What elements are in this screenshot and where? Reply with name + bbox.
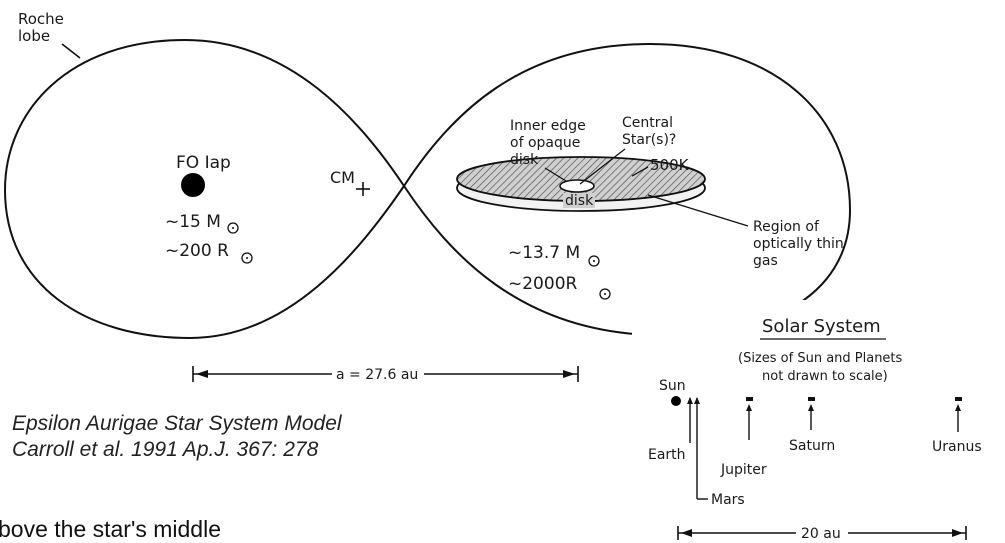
roche-lobe-label-2: lobe — [18, 27, 50, 45]
jupiter-label: Jupiter — [720, 462, 767, 478]
caption-line-1: Epsilon Aurigae Star System Model — [12, 412, 342, 435]
caption-line-2: Carroll et al. 1991 Ap.J. 367: 278 — [12, 438, 319, 461]
disk-inner-hole — [559, 179, 595, 193]
roche-lobe-leader — [61, 43, 81, 59]
solar-scale-label: 20 au — [801, 526, 841, 540]
primary-star-dot — [181, 173, 205, 197]
jupiter-arrow-head — [746, 404, 752, 411]
sun-dot — [671, 396, 681, 406]
solar-system-panel — [632, 300, 1005, 540]
separation-label-bg — [332, 365, 424, 383]
central-star-leader — [579, 148, 626, 185]
sun-label: Sun — [659, 378, 686, 394]
sun-symbol-dot — [593, 260, 595, 262]
mars-arrow-head — [694, 397, 700, 404]
disk-label-bg — [563, 193, 595, 208]
mars-label: Mars — [711, 492, 745, 508]
sun-symbol-dot — [246, 257, 248, 259]
sun-symbol-icon — [599, 288, 611, 300]
separation-label: a = 27.6 au — [336, 367, 418, 383]
primary-star-type: FO Iap — [176, 153, 231, 173]
central-star-label-2: Star(s)? — [622, 132, 676, 148]
solar-note-2: not drawn to scale) — [762, 369, 888, 384]
earth-label: Earth — [648, 447, 686, 463]
sun-symbol-dot — [604, 293, 606, 295]
solar-scale-arrow-left — [681, 529, 692, 537]
sun-symbol-icon — [241, 252, 253, 264]
thin-gas-label-3: gas — [753, 253, 778, 269]
primary-star-radius: ~200 R — [165, 241, 229, 261]
saturn-arrow-head — [808, 404, 814, 411]
uranus-label: Uranus — [932, 439, 982, 455]
inner-edge-leader — [544, 167, 567, 182]
sun-symbol-dot — [232, 227, 234, 229]
saturn-mark — [808, 397, 815, 401]
solar-scale-arrow-right — [952, 529, 963, 537]
inner-edge-label-3: disk — [510, 152, 539, 168]
sun-symbol-icon — [227, 222, 239, 234]
cut-off-body-text: bove the star's middle — [0, 516, 222, 542]
temperature-leader — [631, 166, 649, 177]
uranus-mark — [955, 397, 962, 401]
solar-note-1: (Sizes of Sun and Planets — [738, 351, 903, 366]
central-star-label-1: Central — [622, 115, 673, 131]
disk-center-label: disk — [565, 193, 594, 209]
thin-gas-label-2: optically thin — [753, 236, 844, 252]
inner-edge-label-1: Inner edge — [510, 118, 586, 134]
thin-gas-label-1: Region of — [753, 219, 820, 235]
companion-mass: ~13.7 M — [508, 243, 580, 263]
disk-temperature-label: 500K — [650, 156, 690, 174]
earth-arrow-head — [687, 397, 693, 404]
thin-gas-leader — [647, 194, 749, 227]
solar-scale-label-bg — [796, 525, 848, 540]
separation-arrow-left — [196, 370, 208, 378]
solar-title: Solar System — [762, 316, 881, 337]
sun-symbol-icon — [588, 255, 600, 267]
cm-label: CM — [330, 168, 355, 187]
primary-star-mass: ~15 M — [165, 212, 221, 232]
jupiter-mark — [746, 397, 753, 401]
roche-lobe-label: Roche — [18, 10, 64, 28]
separation-arrow-right — [563, 370, 575, 378]
saturn-label: Saturn — [789, 438, 835, 454]
uranus-arrow-head — [955, 404, 961, 411]
caption: Epsilon Aurigae Star System Model Carrol… — [12, 411, 342, 463]
inner-edge-label-2: of opaque — [510, 135, 580, 151]
companion-radius: ~2000R — [508, 274, 578, 294]
roche-lobe-outline — [3, 38, 852, 340]
